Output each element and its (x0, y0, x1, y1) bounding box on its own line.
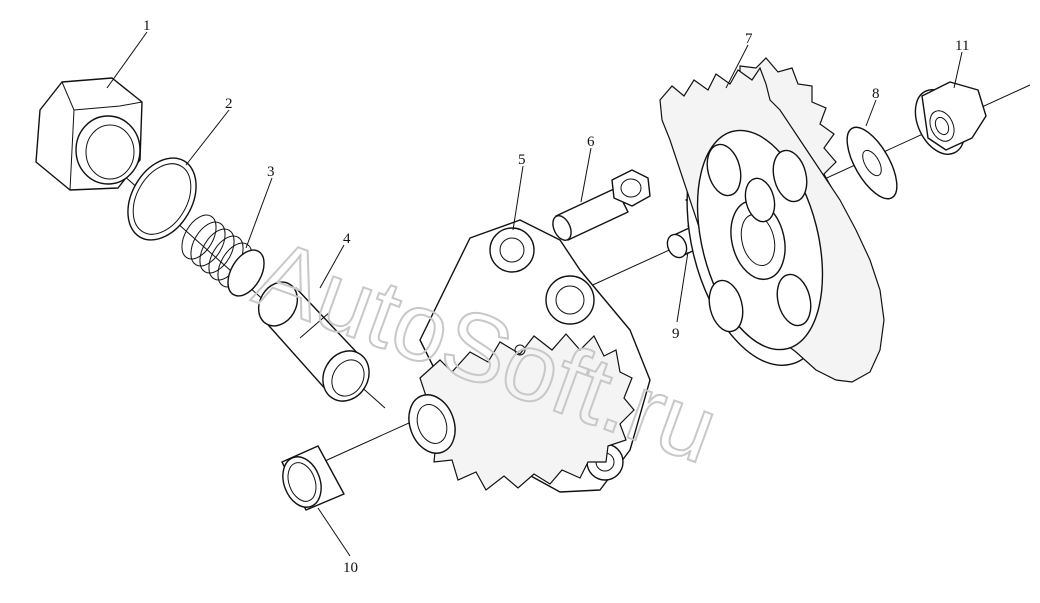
pump-body-part (408, 219, 651, 493)
callout-2: 2 (225, 96, 233, 112)
callout-6: 6 (587, 134, 595, 150)
callout-labels: 1 2 3 4 5 6 7 8 9 10 11 (143, 18, 969, 576)
callout-10: 10 (343, 560, 358, 576)
callout-8: 8 (872, 86, 880, 102)
hex-plug-part (35, 77, 143, 191)
callout-5: 5 (518, 152, 526, 168)
spring-part (181, 214, 265, 297)
bushing-part (281, 445, 345, 511)
callout-1: 1 (143, 18, 151, 34)
callout-4: 4 (343, 231, 351, 247)
callout-7: 7 (745, 31, 753, 47)
washer-part (846, 126, 898, 200)
leader-lines (106, 31, 963, 557)
drive-gear-part (659, 57, 885, 383)
callout-11: 11 (955, 38, 969, 54)
bolt-part (552, 169, 651, 241)
plunger-part (257, 281, 370, 402)
flange-nut-part (914, 81, 987, 155)
callout-9: 9 (672, 326, 680, 342)
sealing-ring-part (127, 157, 197, 241)
callout-3: 3 (267, 164, 275, 180)
